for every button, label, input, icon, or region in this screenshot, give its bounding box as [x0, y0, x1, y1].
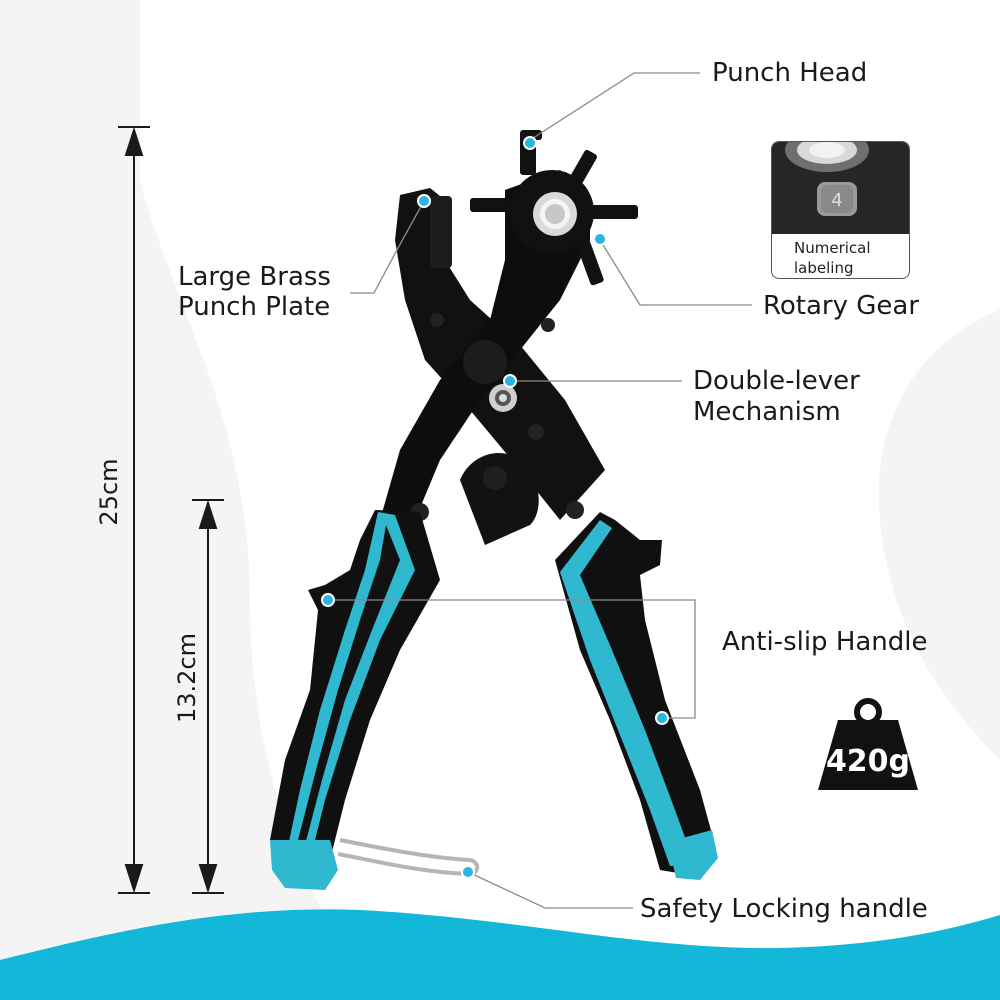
label-anti-slip: Anti-slip Handle	[722, 627, 928, 657]
marker-anti-slip-left	[321, 593, 335, 607]
right-handle	[555, 512, 715, 875]
background-wave	[0, 909, 1000, 1000]
label-brass-plate-line2: Punch Plate	[178, 292, 331, 322]
inset-label-line2: labeling	[794, 259, 854, 277]
length-dimension-13cm	[192, 499, 224, 894]
length-dimension-25cm	[118, 126, 150, 894]
right-handle-grip	[560, 520, 695, 866]
marker-safety-lock	[461, 865, 475, 879]
dimension-label-total: 25cm	[95, 458, 123, 526]
callout-leaders	[328, 72, 752, 909]
double-lever-link	[460, 452, 539, 545]
weight-icon	[818, 698, 918, 790]
callout-markers	[321, 136, 669, 879]
label-double-lever-line1: Double-lever	[693, 366, 860, 396]
marker-anti-slip-right	[655, 711, 669, 725]
dimension-label-handle: 13.2cm	[173, 633, 201, 724]
inset-digit: 4	[831, 190, 842, 211]
label-double-lever-line2: Mechanism	[693, 397, 841, 427]
marker-rotary-gear	[593, 232, 607, 246]
marker-brass-plate	[417, 194, 431, 208]
lever-rivet-large	[463, 340, 507, 384]
label-brass-plate-line1: Large Brass	[178, 262, 331, 292]
label-punch-head: Punch Head	[712, 58, 868, 88]
inset-label: Numerical labeling	[794, 238, 871, 278]
numerical-labeling-inset: 4 Numerical labeling	[771, 141, 910, 279]
marker-double-lever	[503, 374, 517, 388]
left-handle-tip	[270, 840, 338, 890]
inset-photo: 4	[772, 142, 909, 234]
weight-value: 420g	[825, 744, 911, 779]
marker-punch-head	[523, 136, 537, 150]
inset-label-line1: Numerical	[794, 239, 871, 257]
right-handle-tip	[668, 830, 718, 880]
label-safety-lock: Safety Locking handle	[640, 894, 928, 924]
safety-locking-clip	[337, 838, 480, 877]
brass-punch-plate	[430, 196, 452, 268]
label-rotary-gear: Rotary Gear	[763, 291, 920, 321]
